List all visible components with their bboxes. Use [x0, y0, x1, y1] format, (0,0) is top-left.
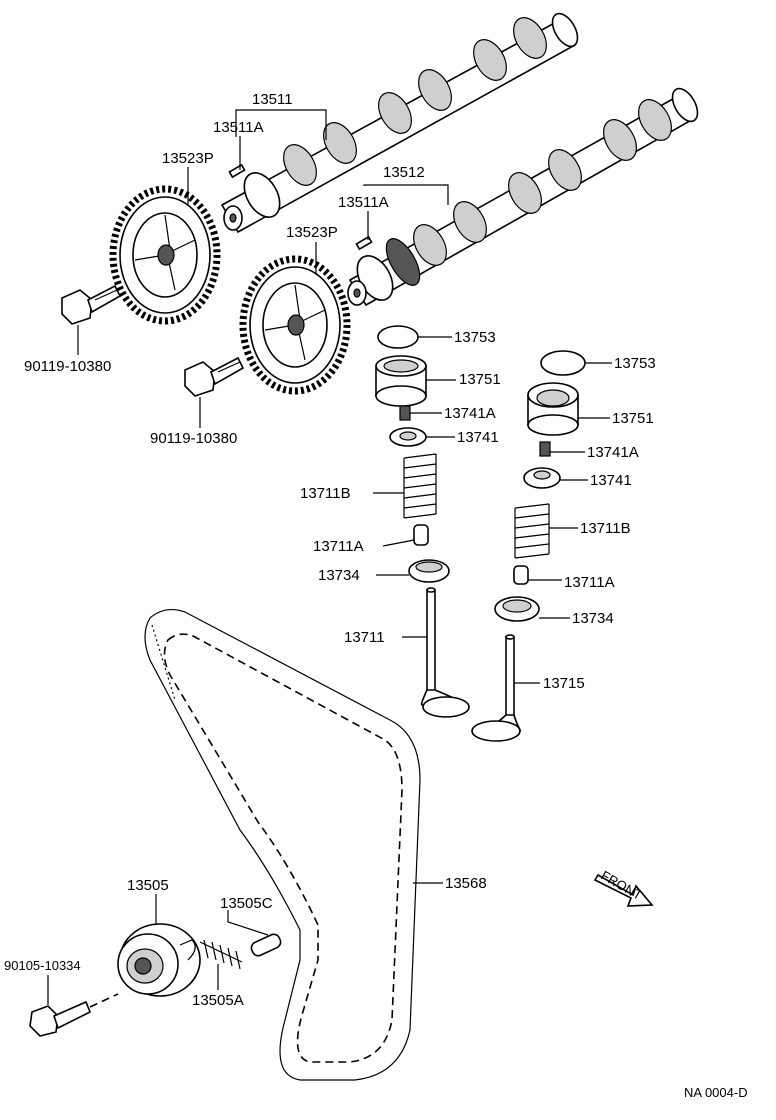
camshaft-lower [347, 87, 699, 307]
label-idler-pulley: 13505 [127, 877, 169, 894]
label-seal-2: 13711A [564, 574, 615, 591]
camshaft-upper [220, 12, 579, 234]
label-pulley-2: 13523P [286, 224, 338, 241]
label-seal-1: 13711A [313, 538, 364, 555]
label-keeper-2: 13741A [587, 444, 639, 461]
diagram-code: NA 0004-D [684, 1085, 748, 1100]
label-camshaft-pin-2: 13511A [338, 194, 389, 211]
idler-pulley [117, 923, 201, 997]
label-bolt-2: 90119-10380 [150, 430, 237, 447]
front-arrow [593, 873, 654, 907]
label-spring-1: 13711B [300, 485, 351, 502]
tension-spring [199, 939, 243, 970]
camshaft-pulley-upper [109, 185, 221, 325]
label-intake-valve: 13711 [344, 629, 385, 646]
leader-lines [47, 109, 612, 1005]
label-retainer-2: 13741 [590, 472, 632, 489]
lifter-left [375, 355, 427, 407]
idler-bolt [29, 993, 119, 1037]
label-shim-2: 13753 [614, 355, 656, 372]
intake-valve [420, 587, 470, 718]
label-keeper-1: 13741A [444, 405, 496, 422]
label-idler-pin: 13505C [220, 895, 273, 912]
label-shim-1: 13753 [454, 329, 496, 346]
idler-pin [250, 933, 282, 957]
valve-spring-right [514, 503, 550, 559]
label-retainer-1: 13741 [457, 429, 499, 446]
exhaust-valve [471, 634, 522, 742]
valve-stack-left [375, 325, 470, 718]
camshaft-pulley-lower [239, 255, 351, 395]
callout-labels: 13511 13511A 13512 13511A 13523P 13523P … [4, 91, 748, 1100]
label-bolt-1: 90119-10380 [24, 358, 111, 375]
pulley-bolt-upper [61, 284, 122, 325]
label-timing-belt: 13568 [445, 875, 487, 892]
label-lifter-1: 13751 [459, 371, 501, 388]
valve-spring-left [403, 453, 437, 519]
label-tension-spring: 13505A [192, 992, 244, 1009]
lifter-right [527, 382, 579, 436]
label-camshaft-pin-1: 13511A [213, 119, 264, 136]
camshaft-pin-upper [228, 163, 246, 179]
timing-belt [144, 608, 421, 1081]
label-camshaft-assy: 13511 [252, 91, 293, 108]
label-seat-2: 13734 [572, 610, 614, 627]
valve-stack-right [471, 350, 586, 742]
label-seat-1: 13734 [318, 567, 360, 584]
pulley-bolt-lower [184, 356, 245, 397]
label-camshaft-2: 13512 [383, 164, 425, 181]
label-pulley-1: 13523P [162, 150, 214, 167]
label-spring-2: 13711B [580, 520, 631, 537]
label-lifter-2: 13751 [612, 410, 654, 427]
label-idler-bolt: 90105-10334 [4, 958, 81, 973]
label-exhaust-valve: 13715 [543, 675, 585, 692]
camshaft-pin-lower [355, 235, 373, 251]
